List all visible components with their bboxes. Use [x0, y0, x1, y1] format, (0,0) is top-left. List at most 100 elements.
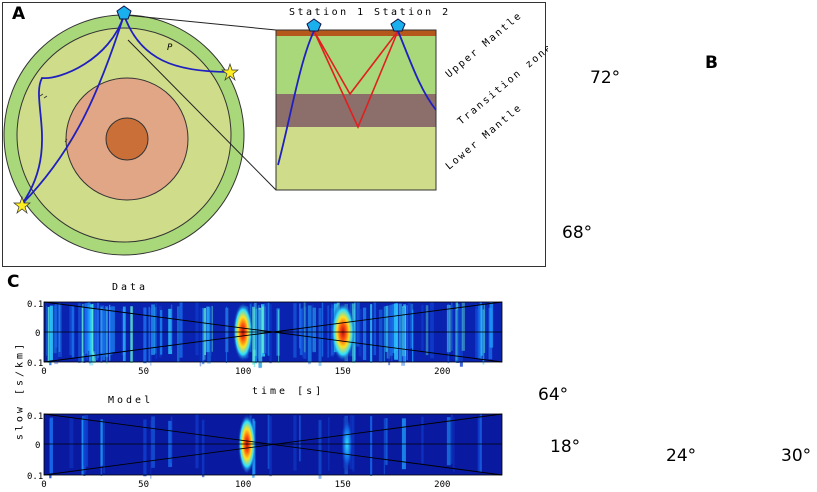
streak — [69, 417, 74, 469]
model-plot — [43, 413, 503, 479]
streak — [54, 304, 59, 365]
streak — [391, 304, 393, 363]
direct-ray-2 — [397, 30, 437, 111]
streak — [278, 309, 280, 364]
data-cross-line-2 — [43, 301, 503, 363]
panel-a-label: A — [12, 4, 26, 24]
zoom-line-top — [123, 14, 277, 31]
station-1-icon — [306, 18, 322, 32]
streak — [88, 304, 92, 364]
streak — [327, 305, 329, 358]
earth-diagram: P Station 1 Station 2 Upper Mantle Trans… — [3, 5, 548, 256]
streak — [49, 305, 53, 361]
model-x-ticks-100: 100 — [235, 480, 251, 490]
streak — [398, 303, 402, 362]
model-y-tick-top: 0.1 — [27, 412, 43, 422]
streak — [210, 305, 212, 357]
streak — [148, 306, 150, 363]
streak — [356, 302, 360, 347]
streak — [195, 414, 199, 469]
data-x-ticks-200: 200 — [434, 367, 450, 377]
streak — [253, 307, 255, 368]
streak — [258, 309, 262, 369]
streak — [86, 302, 88, 361]
streak — [318, 420, 322, 479]
model-y-tick-bottom: 0.1 — [27, 472, 43, 482]
streak — [452, 417, 455, 472]
direct-ray-1 — [277, 30, 315, 166]
streak — [152, 304, 154, 356]
model-y-tick-mid: 0 — [35, 441, 40, 451]
streak — [49, 417, 53, 474]
streak — [81, 418, 84, 476]
streak — [370, 416, 373, 476]
station-2-label: Station 2 — [374, 7, 451, 18]
x-axis-label: time [s] — [252, 386, 325, 397]
streak — [225, 306, 227, 364]
lon-label-18: 18° — [550, 437, 581, 457]
streak — [303, 302, 306, 353]
reflected-ray-2 — [313, 30, 399, 129]
streak — [406, 305, 408, 361]
data-plot-frame — [43, 301, 503, 363]
streak — [378, 309, 383, 363]
zoom-line-bottom — [127, 39, 277, 191]
streak — [312, 307, 316, 353]
streak — [394, 303, 398, 360]
streak — [383, 306, 385, 362]
ray-path-right — [123, 14, 231, 73]
panel-a-frame — [2, 2, 546, 267]
streak — [150, 308, 152, 366]
lon-label-30: 30° — [781, 446, 812, 466]
data-x-ticks-0: 0 — [41, 367, 46, 377]
zoom-box-crust — [276, 30, 436, 36]
streak — [267, 302, 270, 356]
streak — [69, 305, 74, 356]
streak — [84, 415, 89, 467]
streak — [93, 303, 97, 352]
streak — [46, 305, 48, 356]
streak — [299, 415, 301, 462]
streak — [54, 303, 58, 348]
streak — [207, 307, 211, 364]
streak — [150, 420, 152, 479]
streak — [403, 304, 406, 363]
lon-label-24: 24° — [666, 446, 697, 466]
streak — [459, 307, 463, 367]
streak — [103, 420, 105, 474]
data-y-tick-top: 0.1 — [27, 300, 43, 310]
streak — [430, 302, 434, 359]
model-cross-line-2 — [43, 413, 503, 476]
streak — [485, 308, 487, 362]
model-x-ticks-150: 150 — [335, 480, 351, 490]
streak — [483, 303, 486, 354]
streak — [407, 302, 412, 351]
streak — [352, 415, 355, 472]
streak — [358, 308, 361, 357]
streak — [155, 303, 158, 359]
streak — [461, 302, 465, 351]
streak — [170, 304, 173, 350]
model-x-ticks-50: 50 — [138, 480, 149, 490]
data-y-tick-mid: 0 — [35, 329, 40, 339]
streak — [362, 307, 367, 360]
streak — [81, 306, 84, 363]
streak — [78, 303, 81, 364]
streak — [451, 414, 453, 464]
streak — [100, 305, 104, 357]
streak — [110, 306, 113, 353]
panel-b-label: B — [705, 53, 718, 73]
streak — [106, 307, 110, 358]
lat-label-72: 72° — [590, 68, 621, 88]
streak — [206, 306, 210, 353]
station-2-icon — [390, 18, 406, 32]
model-plot-frame — [43, 413, 503, 476]
streak — [480, 304, 483, 356]
streak — [477, 417, 481, 472]
streak — [370, 304, 373, 363]
lat-label-64: 64° — [538, 385, 569, 405]
zoom-box-lower-mantle — [276, 127, 436, 190]
streak — [318, 308, 322, 366]
streak — [479, 414, 482, 473]
